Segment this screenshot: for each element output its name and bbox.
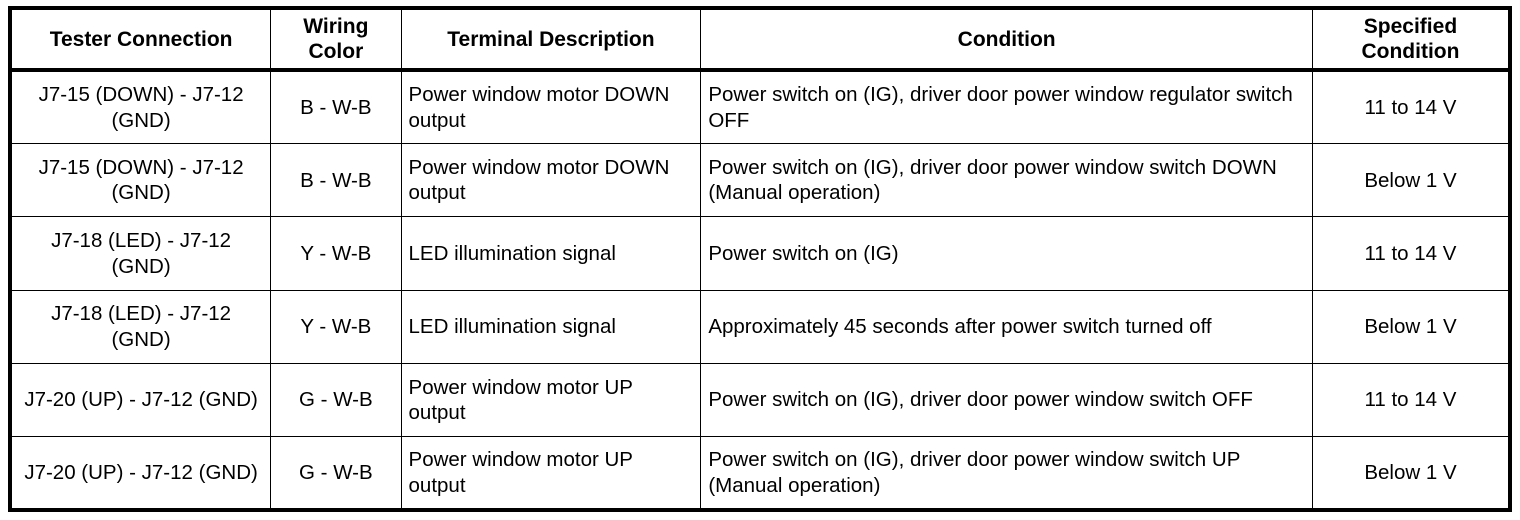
cell-specified-condition: Below 1 V bbox=[1311, 436, 1511, 511]
inspection-table: Tester Connection Wiring Color Terminal … bbox=[8, 6, 1512, 512]
cell-wiring-color: B - W-B bbox=[270, 69, 402, 145]
cell-specified-condition: 11 to 14 V bbox=[1311, 362, 1511, 438]
cell-condition: Power switch on (IG) bbox=[700, 216, 1313, 291]
cell-tester-connection: J7-15 (DOWN) - J7-12 (GND) bbox=[9, 143, 272, 218]
column-header-condition: Condition bbox=[700, 7, 1313, 73]
cell-specified-condition: Below 1 V bbox=[1311, 143, 1511, 218]
cell-tester-connection: J7-18 (LED) - J7-12 (GND) bbox=[9, 216, 272, 291]
table-header: Tester Connection Wiring Color Terminal … bbox=[9, 7, 1511, 73]
cell-condition: Power switch on (IG), driver door power … bbox=[700, 362, 1313, 438]
cell-condition: Approximately 45 seconds after power swi… bbox=[700, 289, 1313, 364]
cell-specified-condition: 11 to 14 V bbox=[1311, 216, 1511, 291]
cell-terminal-description: Power window motor DOWN output bbox=[400, 143, 702, 218]
cell-tester-connection: J7-20 (UP) - J7-12 (GND) bbox=[9, 362, 272, 438]
cell-condition: Power switch on (IG), driver door power … bbox=[700, 436, 1313, 511]
cell-terminal-description: LED illumination signal bbox=[400, 216, 702, 291]
table-header-row: Tester Connection Wiring Color Terminal … bbox=[9, 7, 1511, 73]
cell-wiring-color: Y - W-B bbox=[270, 289, 402, 364]
cell-tester-connection: J7-15 (DOWN) - J7-12 (GND) bbox=[9, 69, 272, 145]
cell-terminal-description: Power window motor UP output bbox=[400, 362, 702, 438]
cell-wiring-color: G - W-B bbox=[270, 436, 402, 511]
cell-wiring-color: Y - W-B bbox=[270, 216, 402, 291]
cell-terminal-description: LED illumination signal bbox=[400, 289, 702, 364]
cell-wiring-color: G - W-B bbox=[270, 362, 402, 438]
cell-terminal-description: Power window motor DOWN output bbox=[400, 69, 702, 145]
table-row: J7-15 (DOWN) - J7-12 (GND) B - W-B Power… bbox=[9, 69, 1511, 145]
column-header-terminal-description: Terminal Description bbox=[400, 7, 702, 73]
inspection-table-container: Tester Connection Wiring Color Terminal … bbox=[8, 6, 1512, 512]
cell-tester-connection: J7-20 (UP) - J7-12 (GND) bbox=[9, 436, 272, 511]
cell-tester-connection: J7-18 (LED) - J7-12 (GND) bbox=[9, 289, 272, 364]
column-header-tester-connection: Tester Connection bbox=[9, 7, 272, 73]
table-row: J7-20 (UP) - J7-12 (GND) G - W-B Power w… bbox=[9, 362, 1511, 438]
cell-wiring-color: B - W-B bbox=[270, 143, 402, 218]
table-row: J7-18 (LED) - J7-12 (GND) Y - W-B LED il… bbox=[9, 289, 1511, 364]
table-row: J7-15 (DOWN) - J7-12 (GND) B - W-B Power… bbox=[9, 143, 1511, 218]
cell-condition: Power switch on (IG), driver door power … bbox=[700, 69, 1313, 145]
table-row: J7-18 (LED) - J7-12 (GND) Y - W-B LED il… bbox=[9, 216, 1511, 291]
column-header-specified-condition: Specified Condition bbox=[1311, 7, 1511, 73]
table-body: J7-15 (DOWN) - J7-12 (GND) B - W-B Power… bbox=[9, 69, 1511, 511]
cell-specified-condition: Below 1 V bbox=[1311, 289, 1511, 364]
cell-specified-condition: 11 to 14 V bbox=[1311, 69, 1511, 145]
table-row: J7-20 (UP) - J7-12 (GND) G - W-B Power w… bbox=[9, 436, 1511, 511]
column-header-wiring-color: Wiring Color bbox=[270, 7, 402, 73]
cell-condition: Power switch on (IG), driver door power … bbox=[700, 143, 1313, 218]
cell-terminal-description: Power window motor UP output bbox=[400, 436, 702, 511]
